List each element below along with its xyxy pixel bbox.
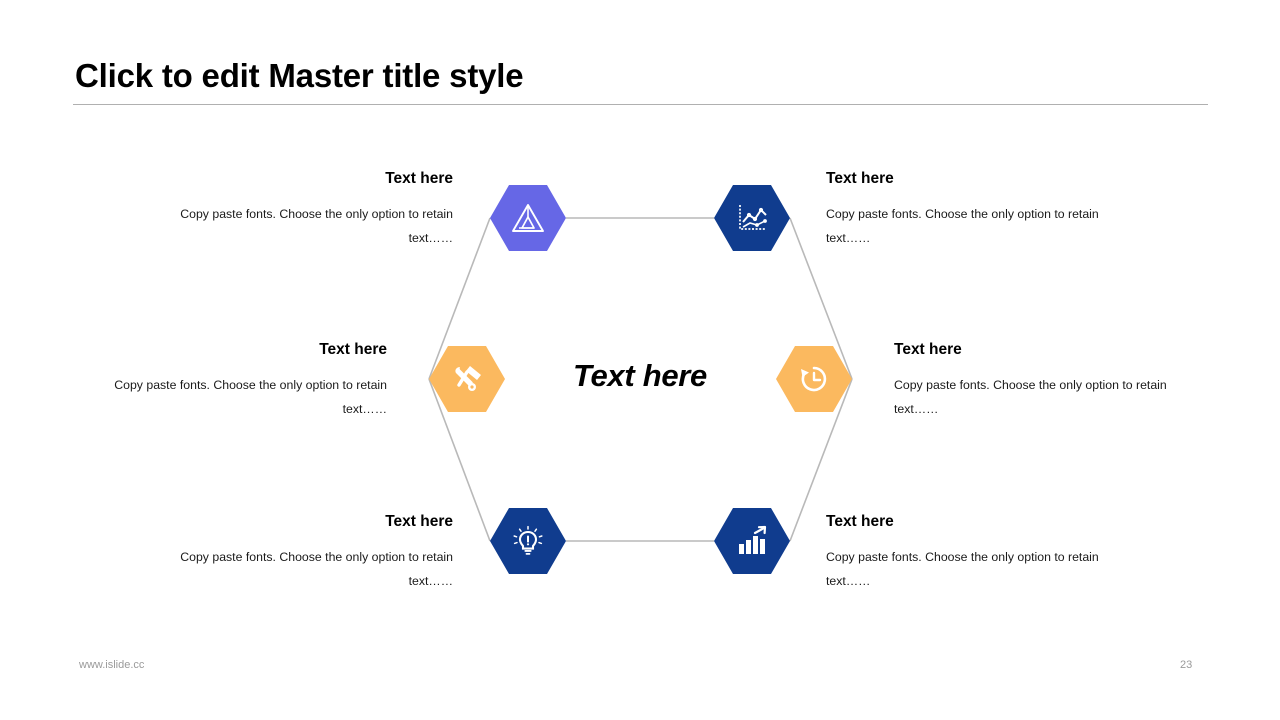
block-body[interactable]: Copy paste fonts. Choose the only option…: [180, 549, 453, 588]
hex-node-bottom-left[interactable]: [490, 508, 566, 574]
block-heading[interactable]: Text here: [826, 513, 894, 530]
hex-node-top-left[interactable]: [490, 185, 566, 251]
block-heading[interactable]: Text here: [385, 513, 453, 530]
clock-history-icon: [797, 363, 831, 395]
hex-node-top-right[interactable]: [714, 185, 790, 251]
text-block-middle-right: Text here Copy paste fonts. Choose the o…: [894, 341, 1178, 422]
text-block-bottom-right: Text here Copy paste fonts. Choose the o…: [826, 513, 1110, 594]
tools-wrench-hammer-icon: [450, 363, 484, 395]
hex-node-middle-right[interactable]: [776, 346, 852, 412]
block-heading[interactable]: Text here: [894, 341, 962, 358]
center-label[interactable]: Text here: [573, 358, 707, 393]
lightbulb-idea-icon: [511, 525, 545, 557]
hex-node-bottom-right[interactable]: [714, 508, 790, 574]
hex-node-middle-left[interactable]: [429, 346, 505, 412]
block-heading[interactable]: Text here: [385, 170, 453, 187]
block-heading[interactable]: Text here: [826, 170, 894, 187]
text-block-top-left: Text here Copy paste fonts. Choose the o…: [169, 170, 453, 251]
block-body[interactable]: Copy paste fonts. Choose the only option…: [114, 377, 387, 416]
footer-page-number: 23: [1180, 659, 1193, 671]
bar-chart-growth-icon: [735, 525, 769, 557]
title-divider: [73, 104, 1208, 105]
text-block-bottom-left: Text here Copy paste fonts. Choose the o…: [169, 513, 453, 594]
page-title[interactable]: Click to edit Master title style: [75, 57, 524, 94]
text-block-top-right: Text here Copy paste fonts. Choose the o…: [826, 170, 1110, 251]
text-block-middle-left: Text here Copy paste fonts. Choose the o…: [103, 341, 387, 422]
block-body[interactable]: Copy paste fonts. Choose the only option…: [180, 206, 453, 245]
block-heading[interactable]: Text here: [319, 341, 387, 358]
line-chart-icon: [735, 202, 769, 234]
block-body[interactable]: Copy paste fonts. Choose the only option…: [826, 549, 1099, 588]
footer-site: www.islide.cc: [79, 659, 145, 671]
block-body[interactable]: Copy paste fonts. Choose the only option…: [826, 206, 1099, 245]
triangle-fractal-icon: [511, 203, 545, 233]
block-body[interactable]: Copy paste fonts. Choose the only option…: [894, 377, 1167, 416]
